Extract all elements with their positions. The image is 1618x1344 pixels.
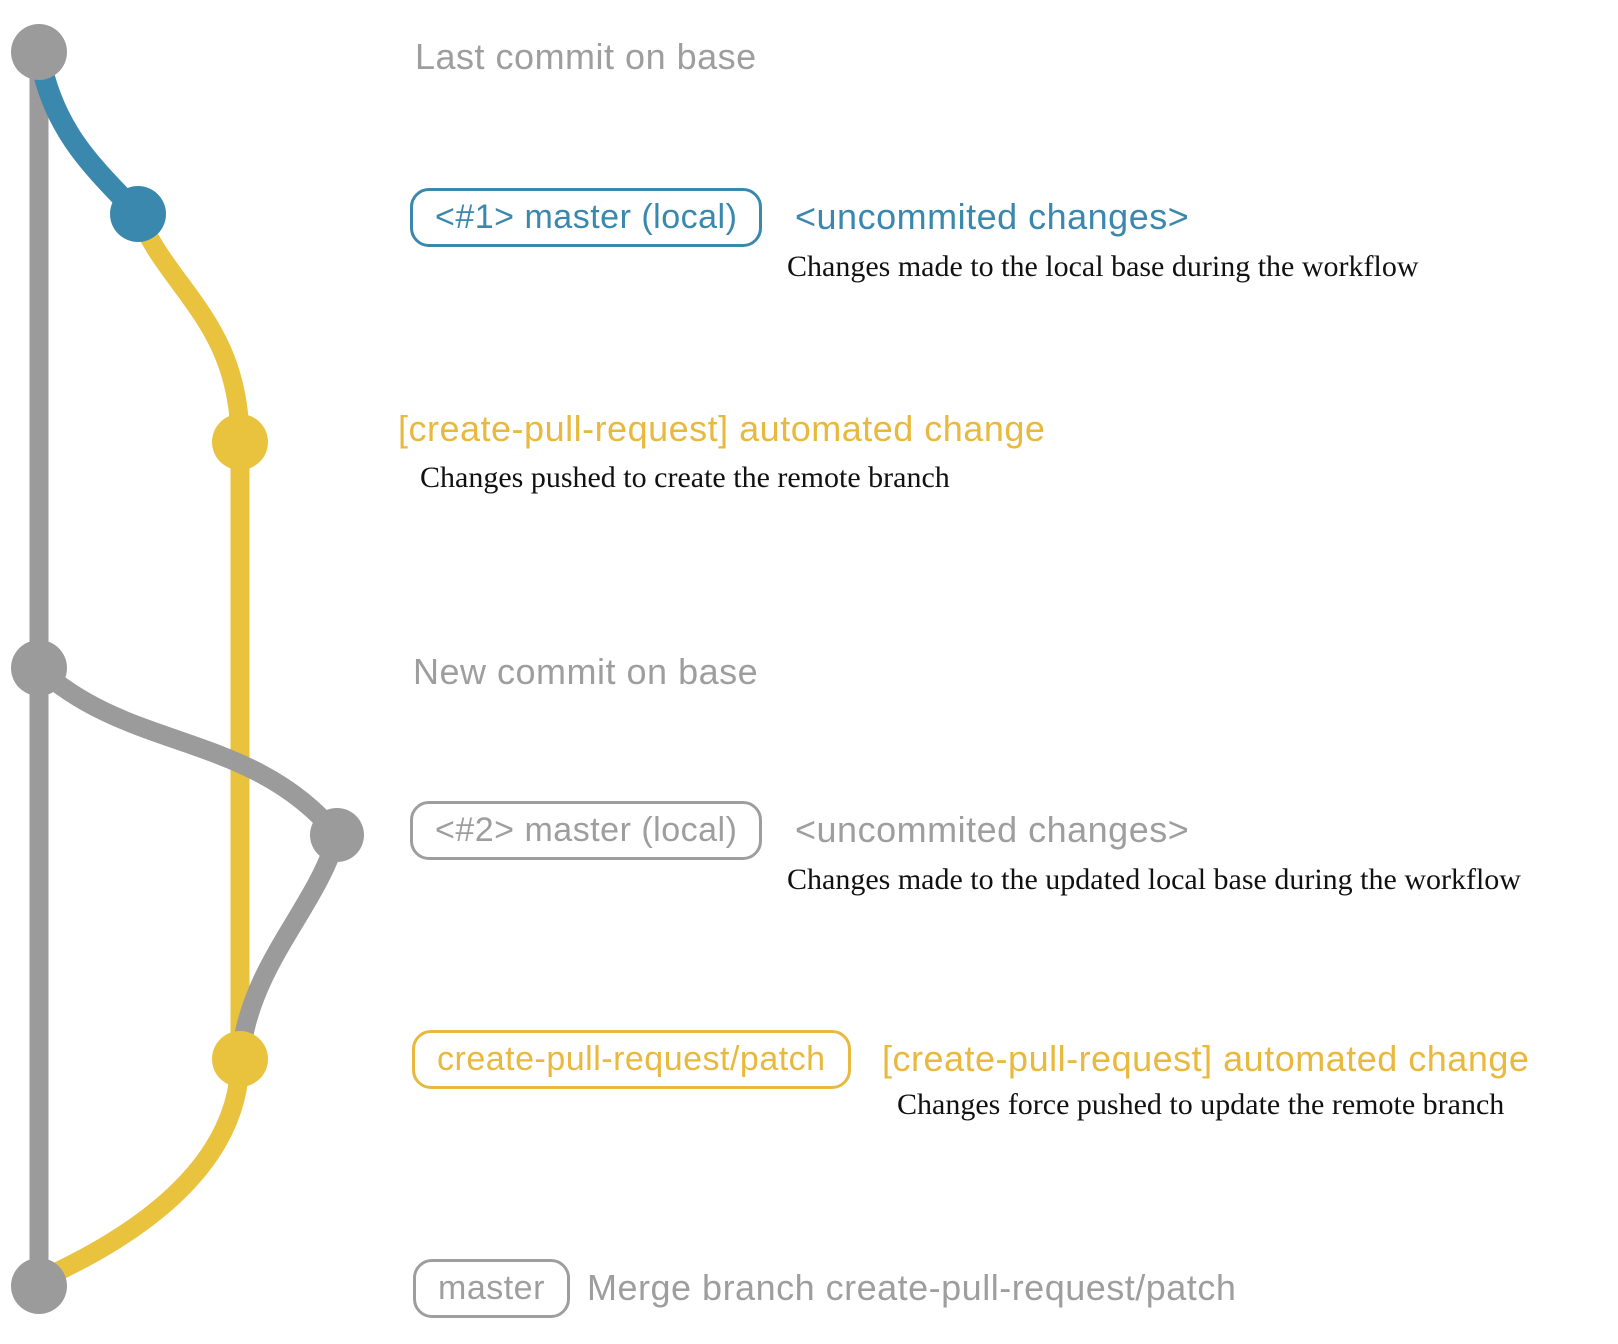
note-push-create-remote-branch: Changes pushed to create the remote bran… bbox=[420, 461, 950, 494]
badge-master: master bbox=[413, 1259, 570, 1318]
commit-dot-automated-change-2 bbox=[212, 1031, 268, 1087]
badge-master-local-2: <#2> master (local) bbox=[410, 801, 763, 860]
label-merge-branch: Merge branch create-pull-request/patch bbox=[587, 1267, 1237, 1308]
badge-master-local-1: <#1> master (local) bbox=[410, 188, 763, 247]
commit-dot-merge-commit bbox=[11, 1258, 67, 1314]
commit-dot-uncommited-changes-1 bbox=[110, 186, 166, 242]
label-new-commit-on-base: New commit on base bbox=[413, 651, 759, 692]
badge-create-pull-request-patch: create-pull-request/patch bbox=[412, 1030, 851, 1089]
label-last-commit-on-base: Last commit on base bbox=[415, 36, 757, 77]
label-uncommited-changes-2: <uncommited changes> bbox=[795, 809, 1190, 850]
commit-dot-uncommited-changes-2 bbox=[310, 808, 364, 862]
note-force-push-remote-branch: Changes force pushed to update the remot… bbox=[897, 1088, 1505, 1121]
commit-dot-new-commit-on-base bbox=[11, 640, 67, 696]
label-uncommited-changes-1: <uncommited changes> bbox=[795, 196, 1190, 237]
label-automated-change-1: [create-pull-request] automated change bbox=[398, 408, 1046, 449]
local-changes-branch-line-2b bbox=[231, 825, 347, 1062]
commit-dot-last-commit-on-base bbox=[11, 24, 67, 80]
commit-dot-automated-change-1 bbox=[212, 414, 268, 470]
note-local-base-changes-2: Changes made to the updated local base d… bbox=[787, 863, 1521, 896]
local-changes-branch-line-2 bbox=[29, 658, 347, 845]
note-local-base-changes-1: Changes made to the local base during th… bbox=[787, 250, 1419, 283]
label-automated-change-2: [create-pull-request] automated change bbox=[882, 1038, 1530, 1079]
